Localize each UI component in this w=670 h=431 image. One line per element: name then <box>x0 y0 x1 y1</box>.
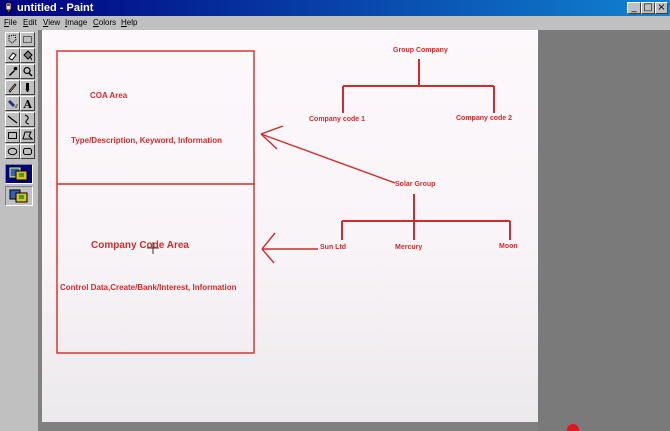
coa-box <box>56 50 255 354</box>
text-icon[interactable]: A <box>20 96 35 111</box>
coa-arrow-head-a <box>260 125 284 135</box>
menu-view[interactable]: View <box>43 18 61 27</box>
close-button[interactable]: × <box>655 2 668 14</box>
free-select-icon[interactable] <box>5 32 20 47</box>
sun-ltd-label: Sun Ltd <box>320 244 347 251</box>
fill-icon[interactable] <box>20 48 35 63</box>
rounded-rect-icon[interactable] <box>20 144 35 159</box>
workspace-background <box>538 30 670 431</box>
menu-help[interactable]: Help <box>121 18 138 27</box>
group-company-label: Group Company <box>393 47 448 54</box>
company-code-area-description: Control Data,Create/Bank/Interest, Infor… <box>60 283 237 292</box>
line-icon[interactable] <box>5 112 20 127</box>
coa-area-title: COA Area <box>90 91 128 100</box>
ellipse-icon[interactable] <box>5 144 20 159</box>
cc-arrow-head-b <box>261 248 275 264</box>
moon-label: Moon <box>499 243 518 250</box>
pick-color-icon[interactable] <box>5 64 20 79</box>
magnifier-icon[interactable] <box>20 64 35 79</box>
title-bar: untitled - Paint _ □ × <box>0 0 670 16</box>
menu-image[interactable]: Image <box>65 18 88 27</box>
solar-group-label: Solar Group <box>395 181 436 188</box>
drawing-canvas[interactable]: COA Area Type/Description, Keyword, Info… <box>42 30 538 422</box>
tool-box: A <box>0 30 38 431</box>
menu-bar: File Edit View Image Colors Help <box>0 16 670 30</box>
cursor-crosshair <box>147 242 159 254</box>
brush-icon[interactable] <box>20 80 35 95</box>
tool-option-transparent[interactable] <box>5 186 33 206</box>
menu-edit[interactable]: Edit <box>23 18 37 27</box>
company-code-2-label: Company code 2 <box>456 115 513 122</box>
paint-app-icon <box>5 2 12 14</box>
mercury-label: Mercury <box>395 244 423 251</box>
airbrush-icon[interactable] <box>5 96 20 111</box>
coa-arrow-line <box>260 133 396 184</box>
polygon-icon[interactable] <box>20 128 35 143</box>
company-code-area-title: Company Code Area <box>91 240 189 251</box>
company-code-1-label: Company code 1 <box>309 116 366 123</box>
cc-arrow-head-a <box>261 232 276 250</box>
svg-text:A: A <box>23 98 33 109</box>
maximize-button[interactable]: □ <box>641 2 655 14</box>
coa-arrow-head-b <box>260 133 278 150</box>
curve-icon[interactable] <box>20 112 35 127</box>
recording-indicator-icon <box>567 424 579 431</box>
tool-option-opaque[interactable] <box>5 164 33 184</box>
rect-select-icon[interactable] <box>20 32 35 47</box>
rectangle-icon[interactable] <box>5 128 20 143</box>
diagram-lines <box>56 50 511 354</box>
minimize-button[interactable]: _ <box>627 2 641 14</box>
eraser-icon[interactable] <box>5 48 20 63</box>
coa-area-description: Type/Description, Keyword, Information <box>71 136 222 145</box>
window-title: untitled - Paint <box>17 2 94 14</box>
menu-colors[interactable]: Colors <box>93 18 117 27</box>
pencil-icon[interactable] <box>5 80 20 95</box>
menu-file[interactable]: File <box>4 18 17 27</box>
